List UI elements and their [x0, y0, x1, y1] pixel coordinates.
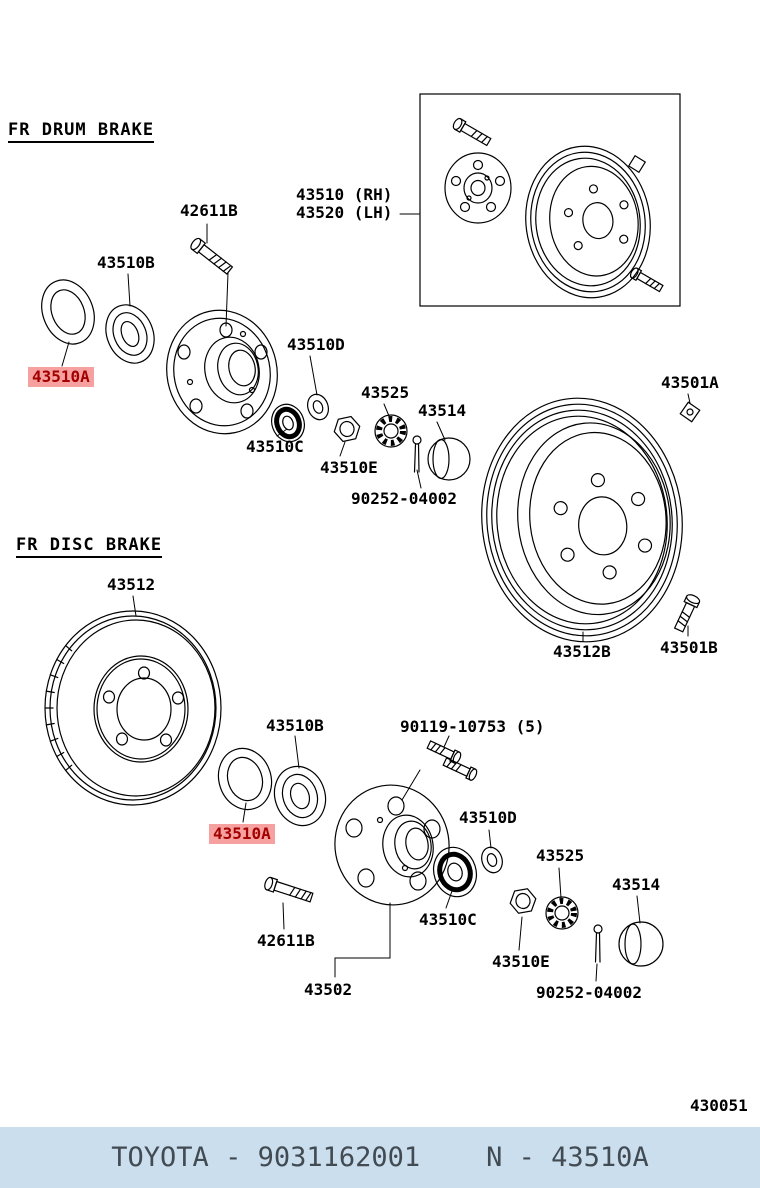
hub-bolt-top-icon: [190, 237, 234, 275]
part-label-43510a-bottom-highlighted: 43510A: [209, 824, 275, 844]
disc-rotor-icon: [44, 610, 222, 806]
part-label-43514-top: 43514: [418, 401, 467, 420]
part-label-43510d-top: 43510D: [287, 335, 345, 354]
inset-drum-icon: [525, 145, 651, 299]
bearing-top-icon: [105, 304, 155, 364]
part-label-43510e-top: 43510E: [320, 458, 378, 477]
inset-hub-icon: [444, 152, 512, 224]
inset-bolt-bottom-icon: [629, 267, 664, 293]
washer-bottom-icon: [481, 846, 503, 874]
cotter-pin-top-icon: [412, 435, 422, 473]
part-label-43510c-top: 43510C: [246, 437, 304, 456]
castle-nut-top-icon: [333, 415, 361, 443]
oil-seal-bottom-icon: [217, 747, 273, 811]
grease-cap-top-icon: [427, 437, 471, 481]
nut-lock-cap-top-icon: [374, 414, 408, 448]
drum-screw-icon: [673, 594, 701, 633]
part-label-43525-top: 43525: [361, 383, 410, 402]
castle-nut-bottom-icon: [509, 888, 537, 914]
part-label-43525-bottom: 43525: [536, 846, 585, 865]
part-label-43510b-top: 43510B: [97, 253, 155, 272]
oil-seal-top-icon: [41, 279, 95, 345]
brake-drum-icon: [481, 397, 683, 643]
inner-bearing-top-icon: [271, 403, 305, 443]
stud-bolt-2-icon: [442, 757, 478, 781]
nut-lock-cap-bottom-icon: [545, 896, 579, 930]
part-label-43510d-bottom: 43510D: [459, 808, 517, 827]
part-label-43501b: 43501B: [660, 638, 718, 657]
diagram-code: 430051: [690, 1096, 748, 1115]
part-label-43514-bottom: 43514: [612, 875, 661, 894]
footer-bar: TOYOTA - 9031162001 N - 43510A: [0, 1127, 760, 1188]
part-label-43510c-bottom: 43510C: [419, 910, 477, 929]
hub-bolt-bottom-icon: [264, 876, 314, 903]
hub-bottom-icon: [334, 784, 450, 906]
inset-plug-icon: [627, 154, 647, 174]
inset-bolt-top-icon: [452, 117, 492, 147]
section-title-drum-brake: FR DRUM BRAKE: [8, 120, 155, 143]
part-label-43510e-bottom: 43510E: [492, 952, 550, 971]
part-label-90252-04002-bottom: 90252-04002: [536, 983, 642, 1002]
drum-plug-icon: [679, 401, 701, 423]
part-label-43510-rh: 43510 (RH): [296, 185, 393, 204]
part-label-43502: 43502: [304, 980, 353, 999]
part-label-43520-lh: 43520 (LH): [296, 203, 393, 222]
inner-bearing-bottom-icon: [432, 846, 478, 898]
part-label-42611b-bottom: 42611B: [257, 931, 315, 950]
hub-top-icon: [166, 309, 278, 435]
bearing-bottom-icon: [273, 765, 327, 827]
part-label-43512: 43512: [107, 575, 156, 594]
grease-cap-bottom-icon: [618, 921, 664, 967]
inset-box: [419, 93, 681, 307]
part-label-43501a: 43501A: [661, 373, 719, 392]
part-label-43510a-top-highlighted: 43510A: [28, 367, 94, 387]
stud-bolt-1-icon: [426, 740, 462, 764]
part-label-43512b: 43512B: [553, 642, 611, 661]
part-label-90252-04002-top: 90252-04002: [351, 489, 457, 508]
part-label-43510b-bottom: 43510B: [266, 716, 324, 735]
leader-lines: [61, 213, 691, 982]
section-title-disc-brake: FR DISC BRAKE: [16, 535, 163, 558]
footer-reference-part-number: N - 43510A: [486, 1142, 649, 1173]
part-label-42611b-top: 42611B: [180, 201, 238, 220]
part-label-90119-10753: 90119-10753 (5): [400, 717, 545, 736]
cotter-pin-bottom-icon: [593, 924, 603, 963]
footer-supplier-part-number: TOYOTA - 9031162001: [111, 1142, 421, 1173]
washer-top-icon: [307, 393, 329, 421]
